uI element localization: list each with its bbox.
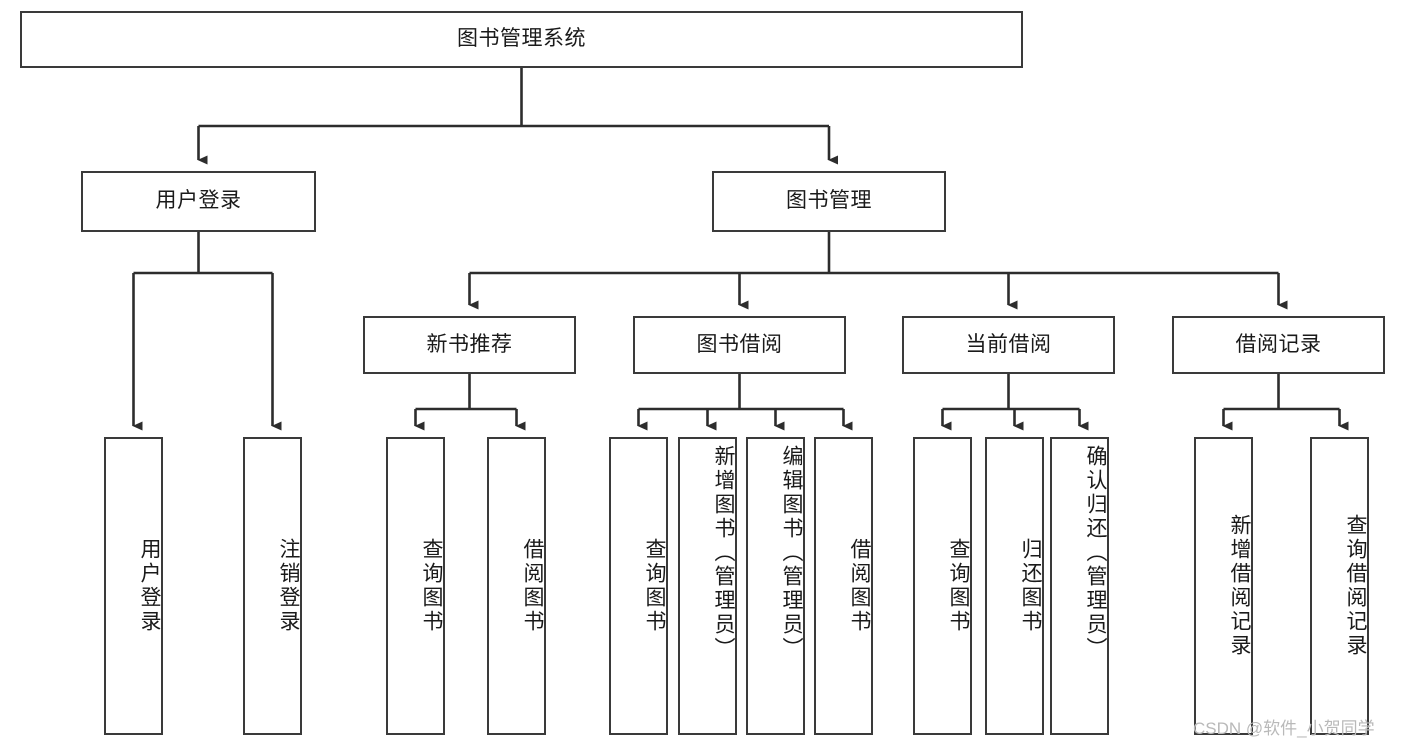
node-label-wrap: 查询图书 <box>915 439 970 733</box>
node-label-wrap: 确认归还（管理员） <box>1052 439 1107 733</box>
node-label: 编辑图书（管理员） <box>780 445 803 661</box>
node-label-wrap: 查询借阅记录 <box>1312 439 1367 733</box>
node-label-wrap: 查询图书 <box>388 439 443 733</box>
node-label: 当前借阅 <box>965 332 1052 356</box>
node-leaf-rec-2[interactable]: 查询借阅记录 <box>1310 437 1369 735</box>
node-label-wrap: 新增借阅记录 <box>1196 439 1251 733</box>
node-label-wrap: 注销登录 <box>245 439 300 733</box>
node-leaf-login-1[interactable]: 用户登录 <box>104 437 163 735</box>
node-leaf-new-1[interactable]: 查询图书 <box>386 437 445 735</box>
node-label: 查询图书 <box>420 538 443 634</box>
node-leaf-cur-3[interactable]: 确认归还（管理员） <box>1050 437 1109 735</box>
node-label: 查询借阅记录 <box>1344 514 1367 658</box>
node-root[interactable]: 图书管理系统 <box>20 11 1023 68</box>
node-label-wrap: 编辑图书（管理员） <box>748 439 803 733</box>
node-label-wrap: 用户登录 <box>83 173 314 230</box>
node-leaf-bor-1[interactable]: 查询图书 <box>609 437 668 735</box>
node-leaf-rec-1[interactable]: 新增借阅记录 <box>1194 437 1253 735</box>
node-label: 新书推荐 <box>426 332 513 356</box>
node-leaf-bor-4[interactable]: 借阅图书 <box>814 437 873 735</box>
node-borrow[interactable]: 图书借阅 <box>633 316 846 374</box>
node-label-wrap: 借阅记录 <box>1174 318 1383 372</box>
node-label-wrap: 图书管理 <box>714 173 944 230</box>
node-leaf-login-2[interactable]: 注销登录 <box>243 437 302 735</box>
node-label-wrap: 用户登录 <box>106 439 161 733</box>
node-login[interactable]: 用户登录 <box>81 171 316 232</box>
node-label: 新增图书（管理员） <box>712 445 735 661</box>
node-label: 借阅图书 <box>848 538 871 634</box>
node-leaf-new-2[interactable]: 借阅图书 <box>487 437 546 735</box>
node-label-wrap: 图书管理系统 <box>22 13 1021 66</box>
node-label-wrap: 图书借阅 <box>635 318 844 372</box>
node-label-wrap: 新增图书（管理员） <box>680 439 735 733</box>
node-leaf-cur-2[interactable]: 归还图书 <box>985 437 1044 735</box>
node-label-wrap: 借阅图书 <box>816 439 871 733</box>
node-label-wrap: 归还图书 <box>987 439 1042 733</box>
node-label: 查询图书 <box>643 538 666 634</box>
node-leaf-bor-3[interactable]: 编辑图书（管理员） <box>746 437 805 735</box>
node-label: 图书管理系统 <box>457 27 586 51</box>
node-label-wrap: 当前借阅 <box>904 318 1113 372</box>
node-label: 用户登录 <box>155 189 242 213</box>
node-leaf-bor-2[interactable]: 新增图书（管理员） <box>678 437 737 735</box>
node-label: 借阅记录 <box>1235 332 1322 356</box>
node-label: 图书管理 <box>786 189 872 213</box>
node-label: 图书借阅 <box>696 332 783 356</box>
node-label: 新增借阅记录 <box>1228 514 1251 658</box>
node-label-wrap: 新书推荐 <box>365 318 574 372</box>
node-label: 用户登录 <box>138 538 161 634</box>
node-bookmgmt[interactable]: 图书管理 <box>712 171 946 232</box>
node-label: 借阅图书 <box>521 538 544 634</box>
node-records[interactable]: 借阅记录 <box>1172 316 1385 374</box>
node-label: 注销登录 <box>277 538 300 634</box>
node-newbook[interactable]: 新书推荐 <box>363 316 576 374</box>
node-label-wrap: 借阅图书 <box>489 439 544 733</box>
node-label: 查询图书 <box>947 538 970 634</box>
node-leaf-cur-1[interactable]: 查询图书 <box>913 437 972 735</box>
csdn-watermark: CSDN @软件_小贺同学 <box>1193 719 1375 738</box>
node-label: 确认归还（管理员） <box>1084 445 1107 661</box>
node-label-wrap: 查询图书 <box>611 439 666 733</box>
node-label: 归还图书 <box>1019 538 1042 634</box>
node-current[interactable]: 当前借阅 <box>902 316 1115 374</box>
